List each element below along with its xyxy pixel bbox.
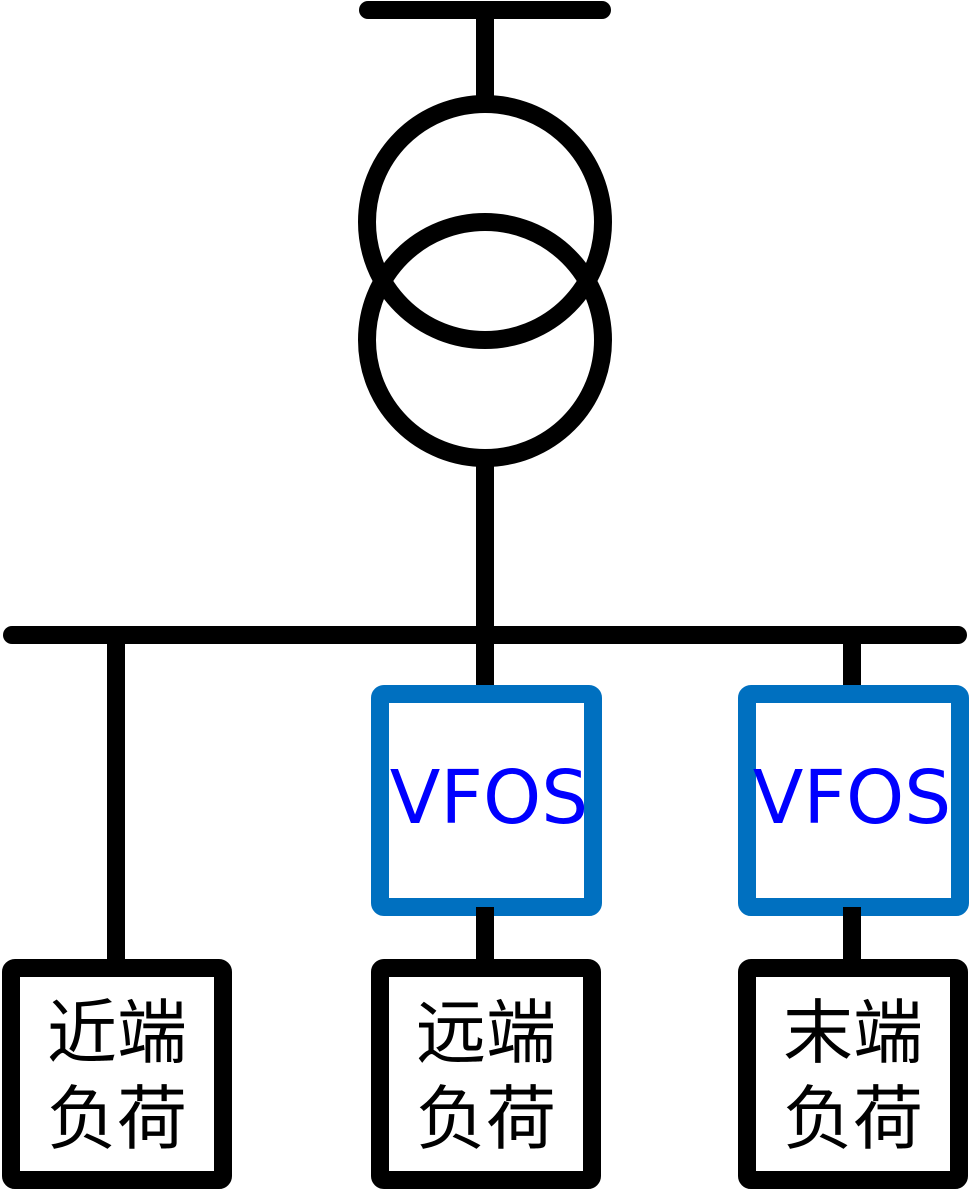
vfos-2-label: VFOS — [753, 755, 951, 841]
transformer-symbol — [358, 95, 612, 467]
load-near-end: 近端 负荷 — [2, 959, 232, 1189]
load-near-end-label-line2: 负荷 — [47, 1078, 187, 1160]
load-far-end-label-line1: 远端 — [416, 992, 556, 1074]
load-far-end-label-line2: 负荷 — [416, 1078, 556, 1160]
load-near-end-box — [2, 959, 232, 1189]
load-far-end: 远端 负荷 — [371, 959, 601, 1189]
transformer-primary-winding — [358, 95, 612, 349]
load-near-end-label-line1: 近端 — [47, 992, 187, 1074]
load-terminal-end-box — [738, 959, 968, 1189]
load-terminal-end-label-line2: 负荷 — [783, 1078, 923, 1160]
load-terminal-end: 末端 负荷 — [738, 959, 968, 1189]
load-terminal-end-label-line1: 末端 — [783, 992, 923, 1074]
vfos-1-label: VFOS — [390, 755, 588, 841]
load-far-end-box — [371, 959, 601, 1189]
vfos-device-1: VFOS — [371, 685, 602, 916]
vfos-device-2: VFOS — [738, 685, 969, 916]
